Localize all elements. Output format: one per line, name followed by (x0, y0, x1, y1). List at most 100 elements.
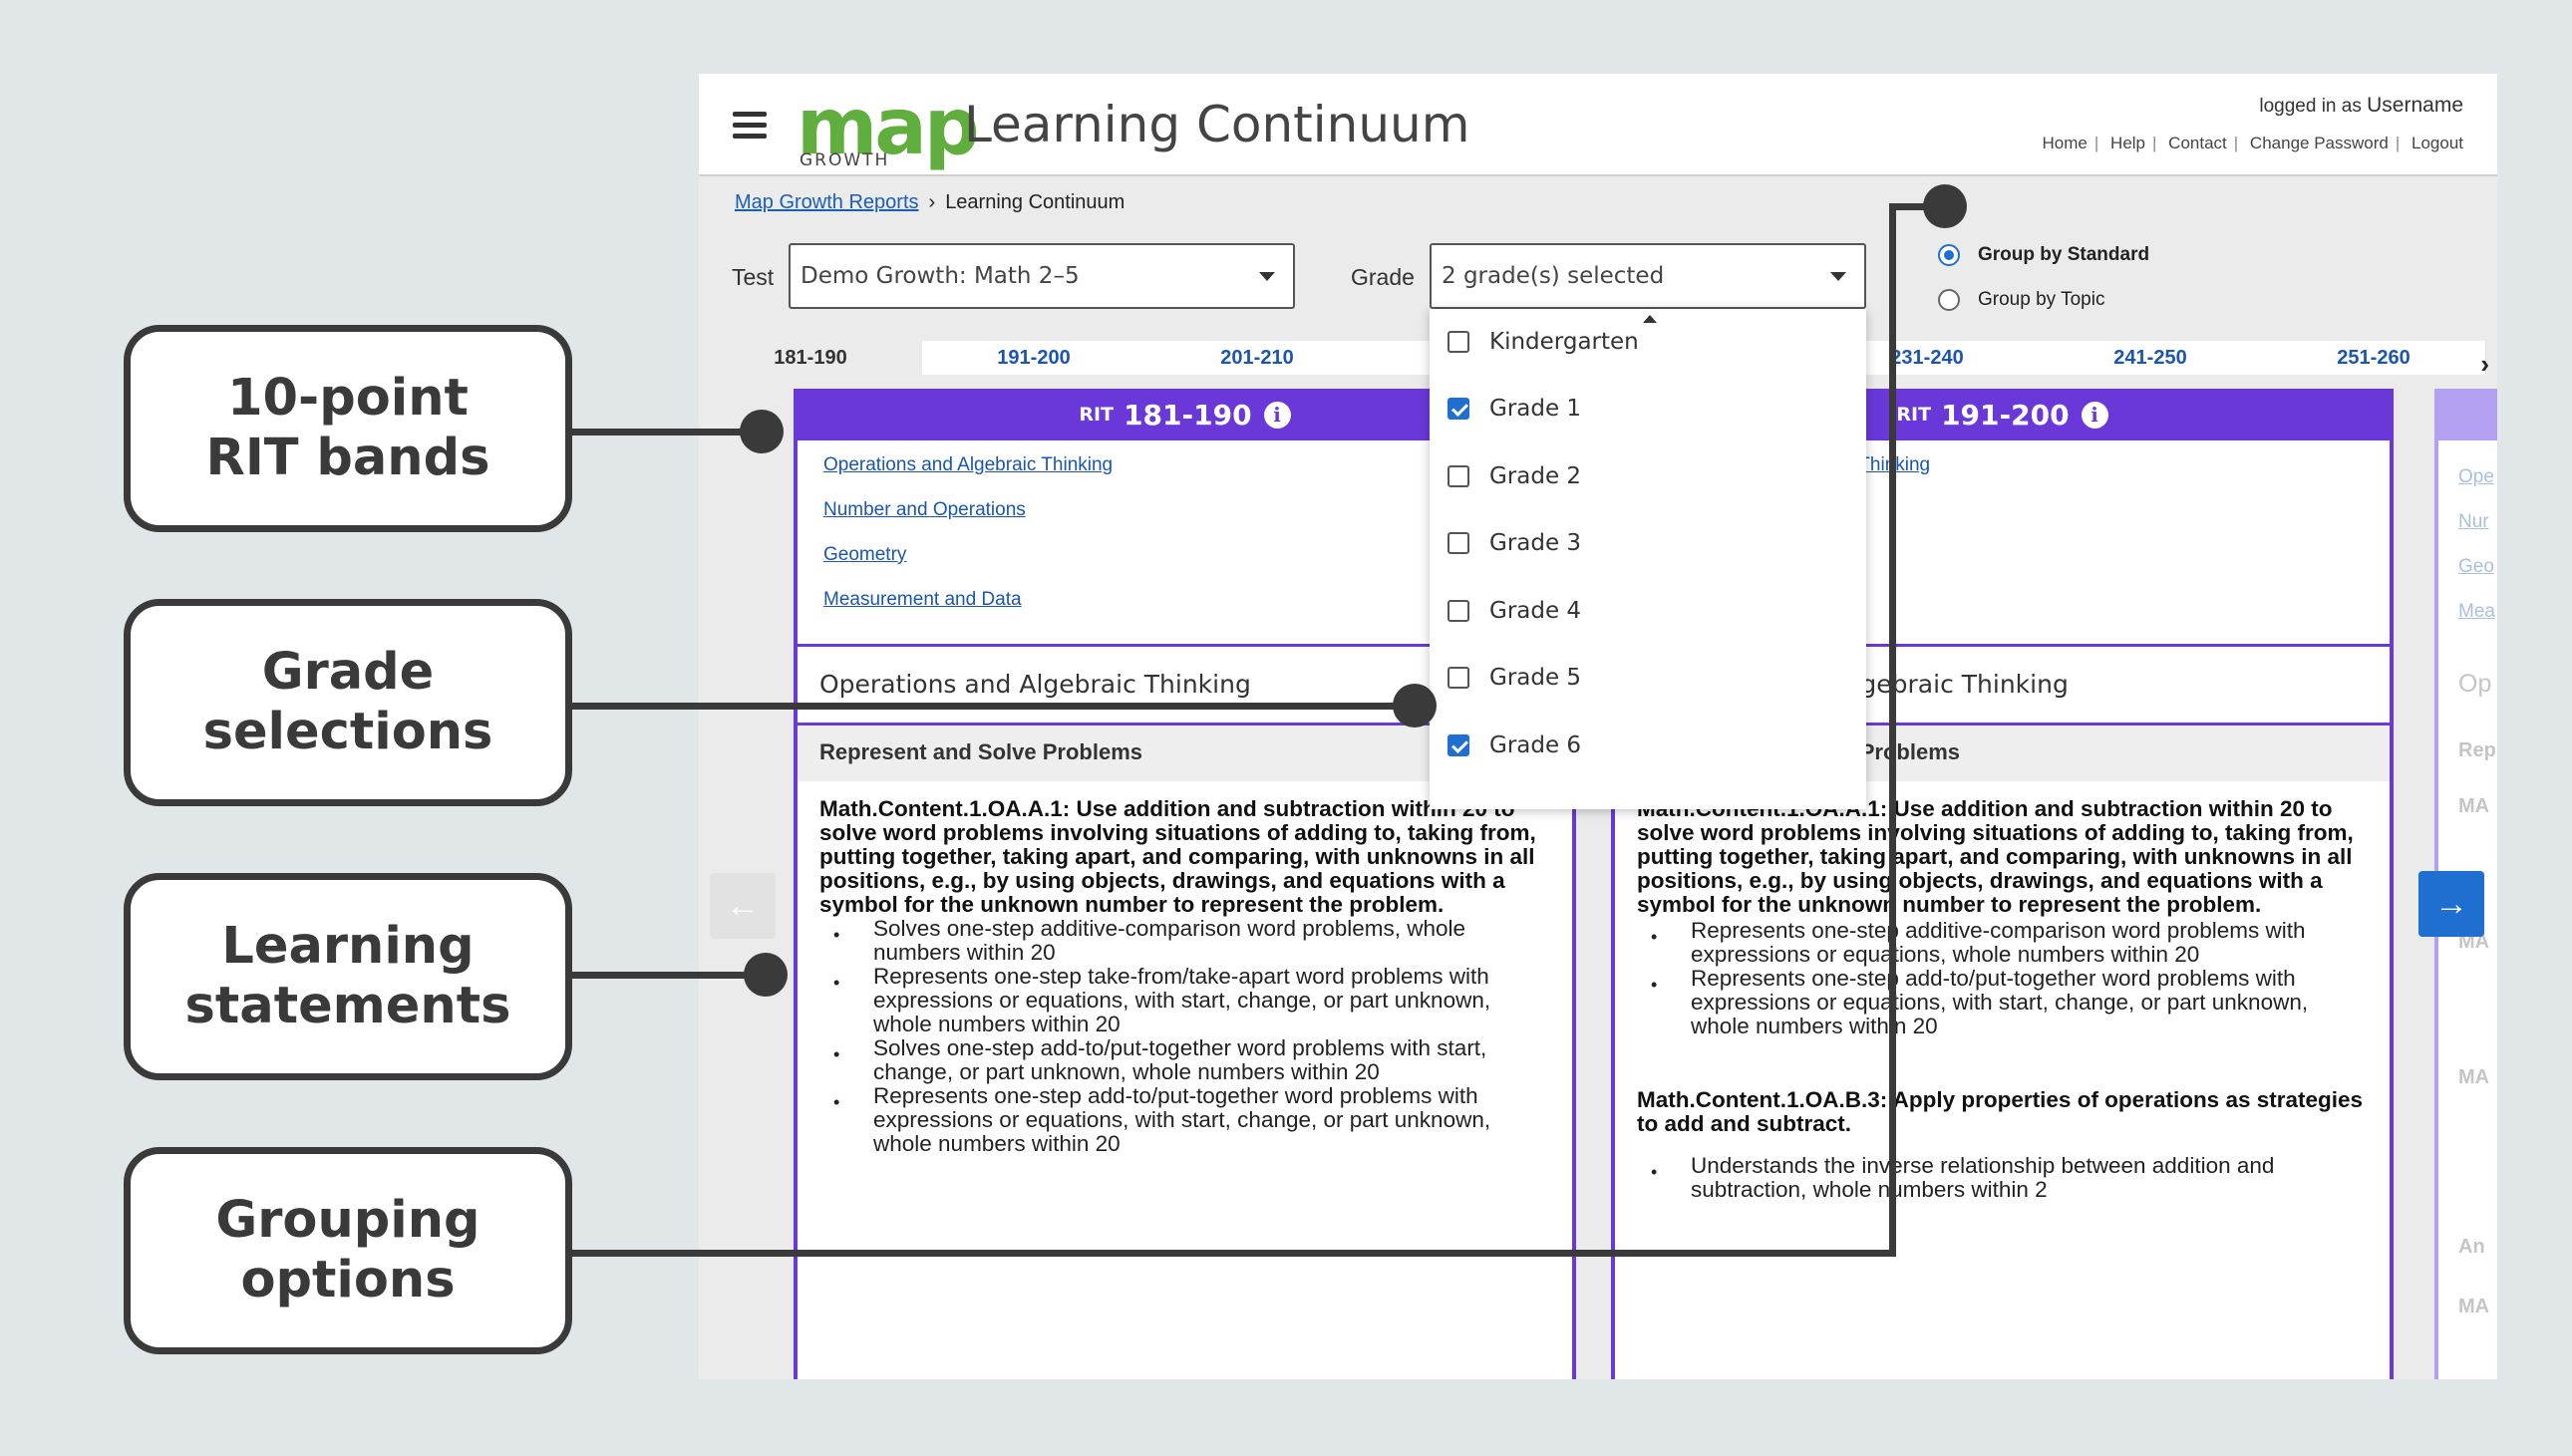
prev-arrow-button[interactable]: ← (710, 873, 776, 939)
connector-line (572, 972, 765, 979)
dropdown-pointer-icon (1643, 315, 1657, 323)
divider (798, 644, 1572, 647)
list-item: Solves one-step additive-comparison word… (819, 917, 1547, 965)
chevron-down-icon (1830, 272, 1846, 281)
statement-bullets: Understands the inverse relationship bet… (1637, 1154, 2365, 1202)
chevron-right-icon[interactable]: › (2480, 349, 2489, 379)
grade-option-grade-1[interactable]: Grade 1 (1447, 396, 1581, 422)
band-tab[interactable]: 201-210 (1145, 341, 1370, 375)
domain-link[interactable]: Measurement and Data (823, 589, 1022, 610)
grade-select[interactable]: 2 grade(s) selected (1430, 243, 1866, 309)
list-item: Represents one-step add-to/put-together … (1637, 967, 2365, 1038)
radio-selected-icon (1938, 244, 1960, 266)
callout-text: 10-point (227, 369, 469, 428)
domain-link[interactable]: Ope (2458, 466, 2494, 487)
info-icon[interactable]: i (1263, 401, 1291, 429)
option-label: Grade 4 (1489, 598, 1582, 624)
rit-range: 191-200 (1941, 398, 2070, 432)
link-home[interactable]: Home (2042, 134, 2088, 152)
statement-code: MA (2458, 795, 2490, 817)
connector-line (572, 703, 1415, 710)
grade-option-kindergarten[interactable]: Kindergarten (1447, 329, 1639, 355)
breadcrumb: Map Growth Reports›Learning Continuum (735, 191, 1125, 214)
list-item: Solves one-step add-to/put-together word… (819, 1036, 1547, 1084)
domain-link[interactable]: Number and Operations (823, 499, 1026, 520)
band-tab[interactable]: 241-250 (2039, 341, 2263, 375)
checkbox-icon[interactable] (1447, 532, 1469, 554)
divider (798, 723, 1572, 726)
callout-text: Grade (261, 643, 435, 702)
checkbox-icon[interactable] (1447, 600, 1469, 622)
connector-dot (740, 410, 784, 453)
list-item: Understands the inverse relationship bet… (1637, 1154, 2365, 1202)
group-by-standard-radio[interactable]: Group by Standard (1938, 244, 2149, 266)
breadcrumb-current: Learning Continuum (945, 191, 1125, 213)
checkbox-icon[interactable] (1447, 465, 1469, 487)
menu-icon[interactable] (733, 112, 767, 145)
learning-statement: Math.Content.1.OA.A.1: Use addition and … (1637, 796, 2354, 917)
callout-text: selections (202, 703, 493, 761)
list-item: Represents one-step take-from/take-apart… (819, 965, 1547, 1036)
test-select[interactable]: Demo Growth: Math 2–5 (789, 243, 1295, 309)
checkbox-icon[interactable] (1447, 667, 1469, 689)
radio-unselected-icon (1938, 289, 1960, 311)
grade-option-grade-3[interactable]: Grade 3 (1447, 530, 1581, 556)
next-arrow-button[interactable]: → (2418, 871, 2484, 937)
divider (1615, 644, 2390, 647)
top-links: Home| Help| Contact| Change Password| Lo… (2042, 134, 2463, 152)
link-logout[interactable]: Logout (2411, 134, 2463, 152)
domain-link[interactable]: Mea (2458, 601, 2495, 622)
option-label: Grade 3 (1489, 530, 1582, 556)
domain-link[interactable]: Geometry (823, 544, 907, 565)
callout-text: Grouping (215, 1191, 481, 1250)
username: Username (2367, 94, 2463, 117)
link-change-password[interactable]: Change Password (2249, 134, 2389, 152)
statement-code: MA (2458, 1296, 2490, 1317)
band-tab[interactable]: 251-260 (2262, 341, 2486, 375)
subdomain-title: Represent and Solve Problems (819, 739, 1142, 764)
grade-option-grade-6[interactable]: Grade 6 (1447, 732, 1581, 758)
page-title: Learning Continuum (964, 96, 1470, 153)
domain-heading: Operations and Algebraic Thinking (819, 670, 1251, 699)
option-label: Grade 6 (1489, 732, 1582, 758)
grade-label: Grade (1351, 264, 1415, 290)
checkbox-checked-icon[interactable] (1447, 398, 1469, 420)
grade-option-grade-4[interactable]: Grade 4 (1447, 598, 1581, 624)
test-label: Test (732, 264, 775, 290)
learning-statement: Math.Content.1.OA.A.1: Use addition and … (819, 796, 1536, 917)
band-tab[interactable]: 191-200 (922, 341, 1146, 375)
connector-line (1889, 203, 1896, 1257)
test-value: Demo Growth: Math 2–5 (801, 263, 1080, 289)
domain-link[interactable]: Operations and Algebraic Thinking (823, 454, 1114, 475)
logo-subtitle: GROWTH (800, 150, 890, 170)
breadcrumb-parent[interactable]: Map Growth Reports (735, 191, 919, 213)
domain-link[interactable]: Geo (2458, 556, 2494, 577)
domain-link[interactable]: Nur (2458, 511, 2489, 532)
callout-text: options (240, 1251, 456, 1310)
callout-text: RIT bands (205, 429, 490, 487)
rit-prefix: RIT (1079, 404, 1115, 426)
grade-option-grade-5[interactable]: Grade 5 (1447, 665, 1581, 691)
group-by-topic-radio[interactable]: Group by Topic (1938, 289, 2104, 311)
list-item: Represents one-step add-to/put-together … (819, 1084, 1547, 1156)
map-logo: map (797, 83, 980, 172)
connector-dot (1393, 684, 1437, 728)
info-icon[interactable]: i (2081, 401, 2108, 429)
grade-option-grade-2[interactable]: Grade 2 (1447, 463, 1581, 489)
learning-statement: Math.Content.1.OA.B.3: Apply properties … (1637, 1087, 2364, 1136)
link-contact[interactable]: Contact (2168, 134, 2227, 152)
app-header: map GROWTH Learning Continuum logged in … (699, 74, 2497, 176)
radio-label: Group by Topic (1978, 289, 2105, 310)
subdomain-title: Rep (2458, 739, 2496, 761)
band-tab[interactable]: 181-190 (699, 341, 923, 375)
rit-range: 181-190 (1124, 398, 1252, 432)
login-info: logged in as Username (2259, 94, 2463, 118)
login-prefix: logged in as (2259, 96, 2362, 117)
checkbox-checked-icon[interactable] (1447, 734, 1469, 756)
list-item: Represents one-step additive-comparison … (1637, 919, 2365, 967)
checkbox-icon[interactable] (1447, 331, 1469, 353)
callout-grade-selections: Grade selections (124, 599, 572, 806)
callout-rit-bands: 10-point RIT bands (124, 325, 572, 532)
option-label: Kindergarten (1489, 329, 1639, 355)
link-help[interactable]: Help (2110, 134, 2146, 152)
